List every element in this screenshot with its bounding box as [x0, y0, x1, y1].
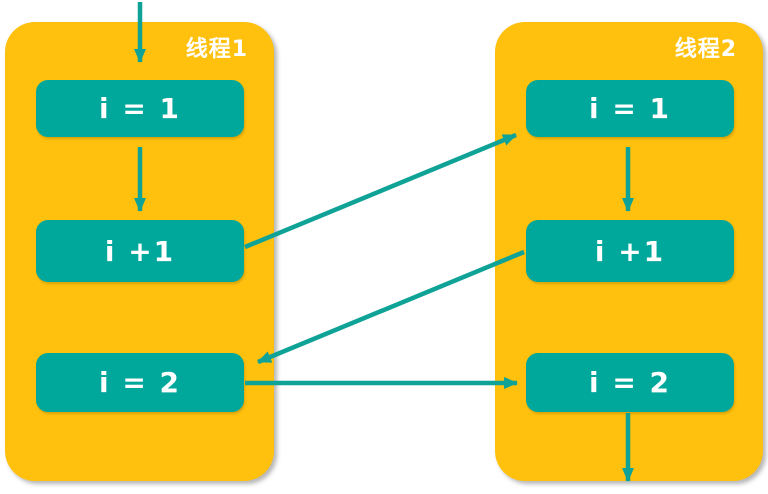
thread1-label: 线程1 [185, 37, 248, 62]
thread2-step3-node: i = 2 [526, 353, 734, 412]
thread1-step2-node: i +1 [36, 220, 244, 282]
thread2-label: 线程2 [674, 37, 737, 62]
thread1-step1-node: i = 1 [36, 80, 244, 137]
t1-step2-to-t2-step1-arrow [244, 132, 517, 250]
thread2-step1-node: i = 1 [526, 80, 734, 137]
thread2-step2-node: i +1 [526, 220, 734, 282]
thread2-panel: 线程2 i = 1 i +1 i = 2 [495, 22, 763, 481]
thread1-panel: 线程1 i = 1 i +1 i = 2 [5, 22, 274, 481]
t2-step2-to-t1-step3-arrow [257, 249, 525, 365]
thread1-step3-node: i = 2 [36, 353, 244, 412]
